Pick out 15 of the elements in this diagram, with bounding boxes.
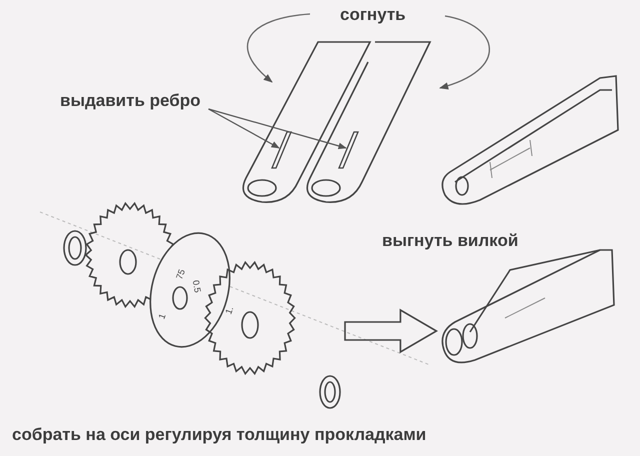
engraved-number: 75 xyxy=(175,268,187,281)
rib-slot xyxy=(338,131,359,169)
block-arrow xyxy=(344,308,438,354)
instruction-text: выгнуть вилкой xyxy=(382,232,518,249)
engraved-number: 0.5 xyxy=(190,280,202,294)
rib-slot xyxy=(271,131,292,169)
callout-text: выдавить ребро xyxy=(60,92,200,109)
gear-stack-drawing xyxy=(63,202,341,409)
leader-line xyxy=(208,108,347,150)
fork-assembly-drawing xyxy=(442,249,615,364)
engraved-number: 1 xyxy=(157,312,168,320)
leader-line xyxy=(208,108,280,149)
engraved-number: 1. xyxy=(224,305,236,316)
instruction-text: согнуть xyxy=(340,6,406,23)
instruction-text: собрать на оси регулируя толщину прокладками xyxy=(12,426,426,443)
